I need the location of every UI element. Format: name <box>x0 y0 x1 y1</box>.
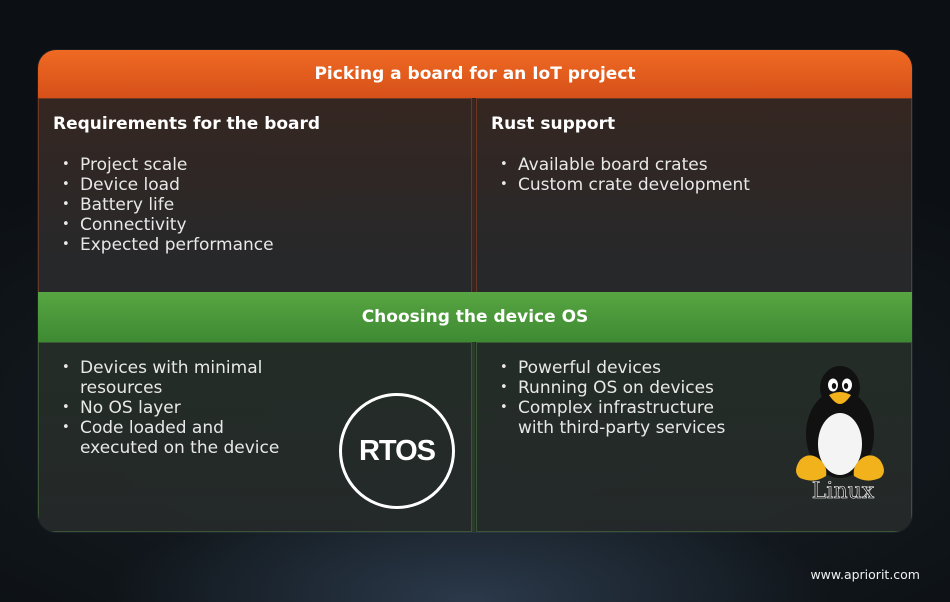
list-item: Project scale <box>60 155 274 175</box>
os-section-header: Choosing the device OS <box>38 292 912 342</box>
footer-url[interactable]: www.apriorit.com <box>810 567 920 582</box>
list-item: Custom crate development <box>498 175 750 195</box>
rtos-badge: RTOS <box>339 393 455 509</box>
requirements-list: Project scale Device load Battery life C… <box>60 155 274 255</box>
list-item: Devices with minimal resources <box>60 358 300 398</box>
rust-support-title: Rust support <box>491 114 616 134</box>
linux-cell: Powerful devices Running OS on devices C… <box>476 342 912 532</box>
rtos-cell: Devices with minimal resources No OS lay… <box>38 342 475 532</box>
rtos-badge-label: RTOS <box>358 434 436 467</box>
list-item: Code loaded and executed on the device <box>60 418 300 458</box>
list-item: Powerful devices <box>498 358 738 378</box>
board-section-header: Picking a board for an IoT project <box>38 50 912 98</box>
board-section-title: Picking a board for an IoT project <box>314 64 636 84</box>
list-item: Battery life <box>60 195 274 215</box>
list-item: No OS layer <box>60 398 300 418</box>
rust-support-list: Available board crates Custom crate deve… <box>498 155 750 195</box>
list-item: Device load <box>60 175 274 195</box>
list-item: Available board crates <box>498 155 750 175</box>
list-item: Expected performance <box>60 235 274 255</box>
linux-logo-text: Linux <box>812 479 875 502</box>
linux-list: Powerful devices Running OS on devices C… <box>498 358 738 438</box>
tux-penguin-icon <box>796 366 884 481</box>
linux-logo: Linux <box>796 366 884 502</box>
list-item: Connectivity <box>60 215 274 235</box>
rtos-list: Devices with minimal resources No OS lay… <box>60 358 300 458</box>
requirements-title: Requirements for the board <box>53 114 321 134</box>
os-section-title: Choosing the device OS <box>361 307 589 327</box>
list-item: Complex infrastructure with third-party … <box>498 398 738 438</box>
diagram-card: Picking a board for an IoT project Requi… <box>38 50 912 532</box>
list-item: Running OS on devices <box>498 378 738 398</box>
